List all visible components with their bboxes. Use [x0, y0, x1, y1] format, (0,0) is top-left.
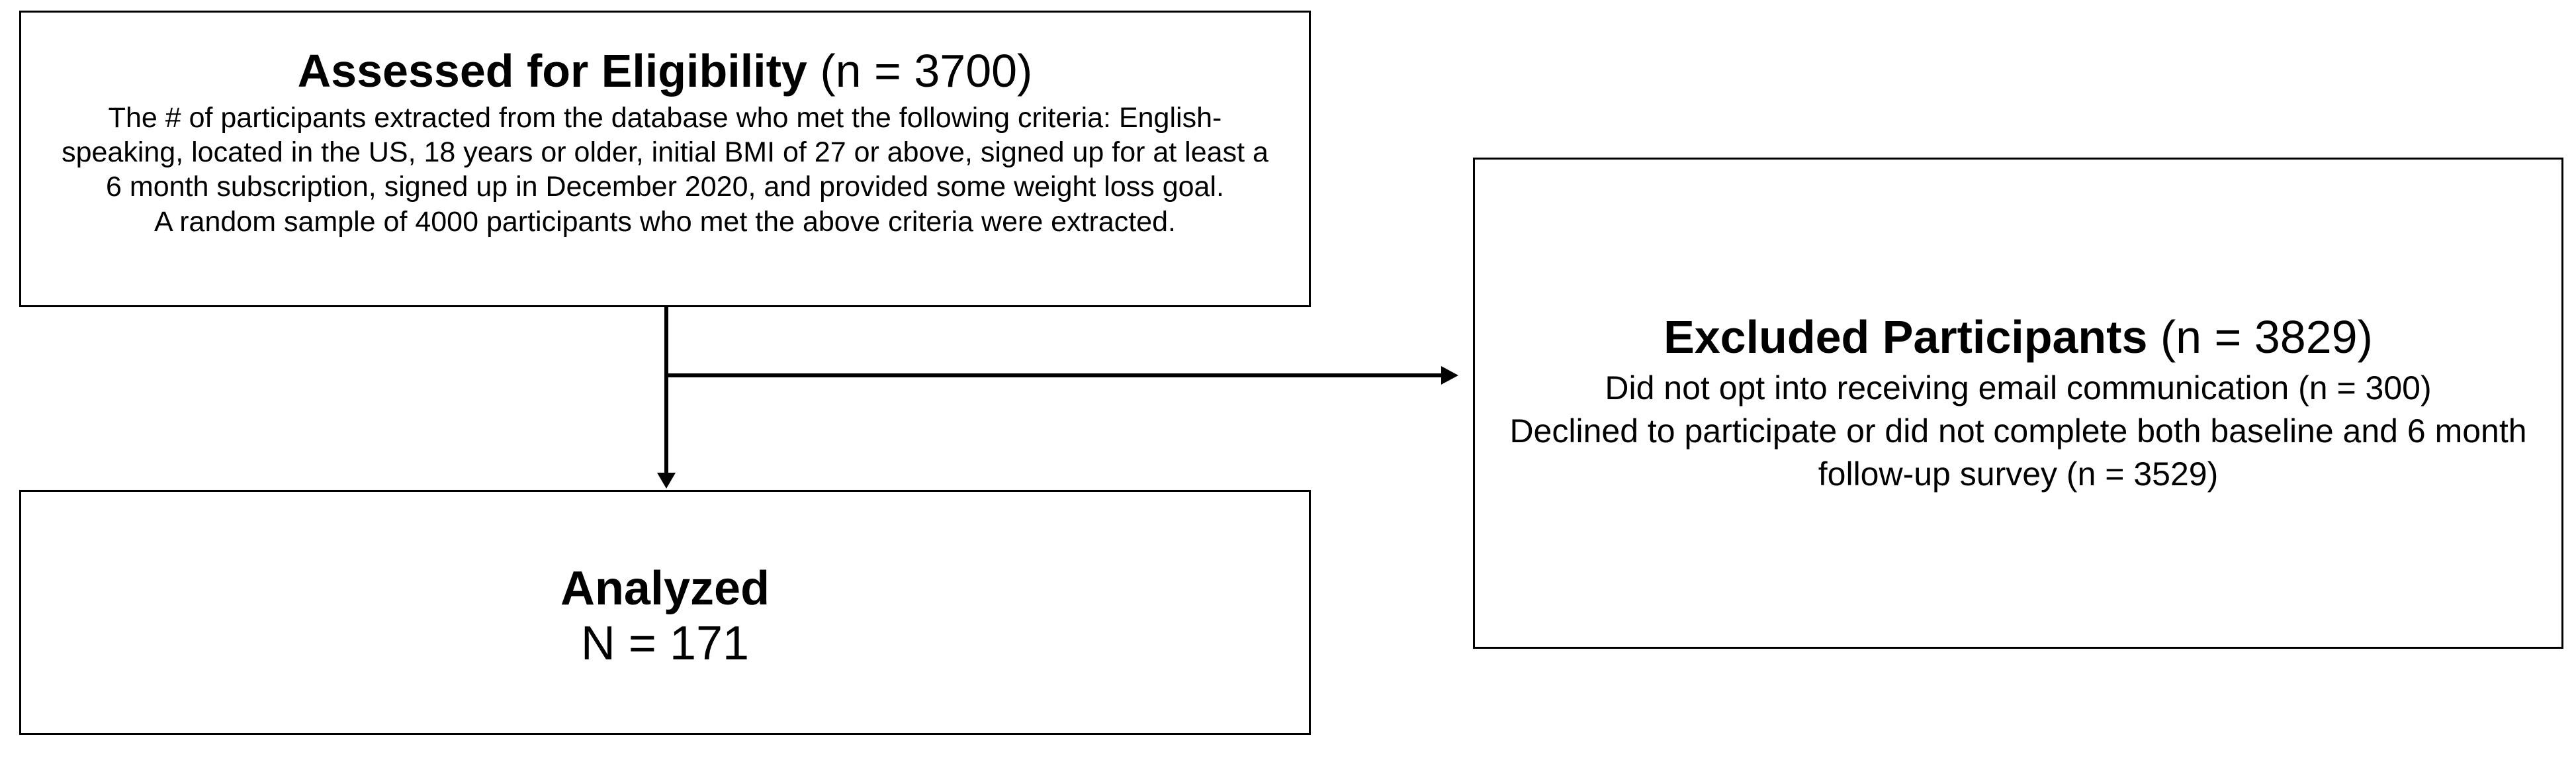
analyzed-title: Analyzed: [21, 561, 1309, 616]
excluded-reason-declined: Declined to participate or did not compl…: [1509, 412, 2527, 493]
excluded-title: Excluded Participants (n = 3829): [1495, 310, 2542, 364]
analyzed-title-label: Analyzed: [560, 562, 770, 615]
excluded-reason-email: Did not opt into receiving email communi…: [1605, 369, 2432, 406]
eligibility-title-label: Assessed for Eligibility: [297, 45, 807, 97]
arrowhead-right: [1441, 366, 1458, 385]
excluded-title-label: Excluded Participants: [1664, 311, 2148, 363]
eligibility-box: Assessed for Eligibility (n = 3700) The …: [19, 11, 1311, 307]
excluded-box: Excluded Participants (n = 3829) Did not…: [1473, 158, 2563, 649]
eligibility-criteria: The # of participants extracted from the…: [62, 101, 1268, 203]
eligibility-sample-note: A random sample of 4000 participants who…: [154, 205, 1177, 238]
eligibility-title: Assessed for Eligibility (n = 3700): [61, 44, 1269, 98]
analyzed-box: Analyzed N = 171: [19, 490, 1311, 735]
eligibility-count: (n = 3700): [820, 45, 1033, 97]
excluded-count: (n = 3829): [2160, 311, 2373, 363]
arrowhead-down: [657, 473, 676, 489]
analyzed-count: N = 171: [580, 616, 750, 670]
